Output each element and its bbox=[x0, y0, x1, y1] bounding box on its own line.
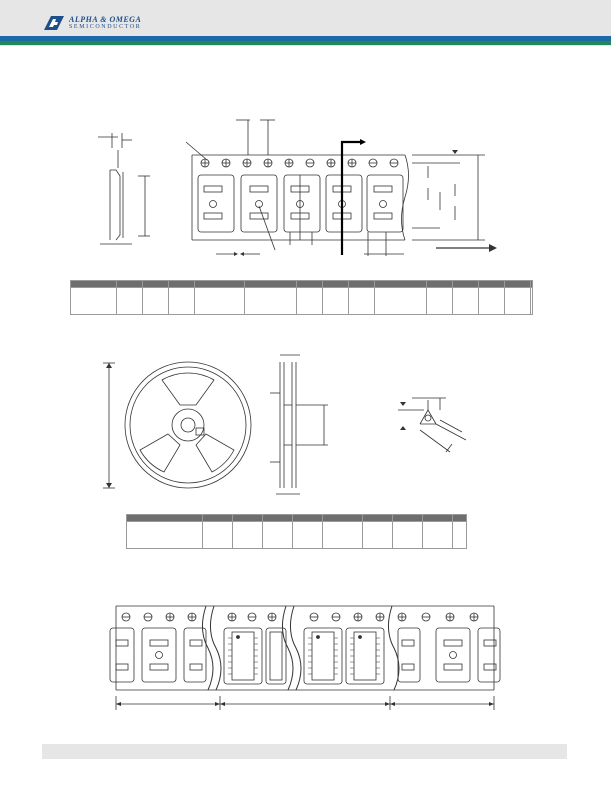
carrier-tape-drawing bbox=[98, 119, 497, 256]
empty-pockets-trailer bbox=[397, 627, 501, 683]
table-header-row bbox=[70, 280, 533, 288]
company-logo-icon bbox=[44, 16, 64, 30]
page-footer-bar bbox=[42, 744, 567, 759]
carrier-tape-dimension-table bbox=[70, 280, 533, 315]
reel-drawing bbox=[103, 354, 467, 495]
empty-pockets-leader bbox=[109, 627, 207, 683]
sprocket-holes bbox=[121, 612, 479, 622]
reel-side-view bbox=[270, 354, 328, 495]
reel-hub-detail bbox=[398, 397, 467, 453]
reel-dimension-table bbox=[126, 514, 467, 549]
sprocket-holes bbox=[200, 158, 399, 168]
header-green-stripe bbox=[0, 41, 611, 45]
leader-trailer-drawing bbox=[109, 605, 501, 710]
page-header: ALPHA & OMEGA SEMICONDUCTOR bbox=[0, 0, 611, 46]
tape-pockets bbox=[197, 174, 404, 233]
brand-name: ALPHA & OMEGA bbox=[69, 15, 142, 24]
table-row bbox=[70, 287, 533, 315]
table-row bbox=[126, 521, 467, 549]
tape-top-view bbox=[185, 119, 497, 256]
table-header-row bbox=[126, 514, 467, 522]
brand-subtitle: SEMICONDUCTOR bbox=[69, 24, 142, 30]
tape-side-view bbox=[98, 133, 150, 245]
reel-front-view bbox=[103, 361, 252, 489]
filled-pockets-ic bbox=[223, 627, 385, 685]
header-blue-stripe bbox=[0, 36, 611, 41]
